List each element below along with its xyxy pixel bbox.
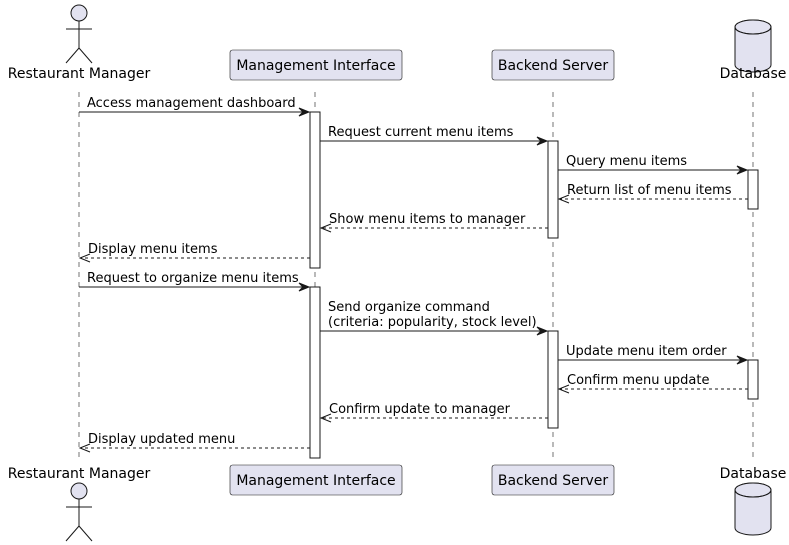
participant-db-bottom: Database — [720, 466, 787, 536]
message-label: Confirm menu update — [567, 373, 709, 388]
message-11: Confirm update to manager — [319, 402, 548, 423]
activation-bar-ui — [309, 111, 321, 269]
message-label: Show menu items to manager — [329, 212, 526, 227]
message-label: Confirm update to manager — [329, 402, 511, 417]
database-icon — [734, 19, 772, 73]
arrowhead-icon — [557, 194, 570, 204]
message-label: Request current menu items — [328, 125, 514, 140]
message-5: Show menu items to manager — [319, 212, 548, 233]
database-icon — [734, 482, 772, 536]
participant-manager-top: Restaurant Manager — [8, 4, 151, 82]
message-label: Display menu items — [88, 242, 218, 257]
activation-bar-server — [547, 140, 559, 239]
participant-db-top: Database — [720, 19, 787, 82]
message-10: Confirm menu update — [557, 373, 748, 394]
message-label: Request to organize menu items — [87, 271, 299, 286]
participant-server-top: Backend Server — [491, 49, 615, 81]
activation-bar-ui — [309, 286, 321, 459]
message-label: Query menu items — [566, 154, 687, 169]
participant-label: Database — [720, 466, 787, 482]
activation-bar-db — [747, 359, 759, 400]
arrowhead-icon — [536, 136, 549, 146]
participant-ui-top: Management Interface — [229, 49, 403, 81]
participant-label: Management Interface — [236, 473, 395, 489]
message-6: Display menu items — [78, 242, 310, 263]
message-8: Send organize command(criteria: populari… — [320, 300, 549, 336]
arrowhead-icon — [557, 384, 570, 394]
activation-bar-db — [747, 169, 759, 210]
participant-label: Management Interface — [236, 58, 395, 74]
participant-server-bottom: Backend Server — [491, 464, 615, 496]
message-3: Query menu items — [558, 154, 749, 175]
arrowhead-icon — [319, 223, 332, 233]
message-label: Send organize command — [328, 300, 490, 315]
participant-label: Restaurant Manager — [8, 466, 151, 482]
arrowhead-icon — [536, 326, 549, 336]
message-7: Request to organize menu items — [79, 271, 311, 292]
participant-manager-bottom: Restaurant Manager — [8, 466, 151, 542]
participant-label: Backend Server — [498, 473, 608, 489]
message-2: Request current menu items — [320, 125, 549, 146]
message-label: Access management dashboard — [87, 96, 296, 111]
message-9: Update menu item order — [558, 344, 749, 365]
actor-icon — [65, 4, 93, 64]
arrowhead-icon — [736, 355, 749, 365]
message-label: Update menu item order — [566, 344, 727, 359]
participant-label: Restaurant Manager — [8, 66, 151, 82]
activation-bar-server — [547, 330, 559, 429]
message-12: Display updated menu — [78, 432, 310, 453]
arrowhead-icon — [78, 443, 91, 453]
participant-label: Database — [720, 66, 787, 82]
message-4: Return list of menu items — [557, 183, 748, 204]
participant-ui-bottom: Management Interface — [229, 464, 403, 496]
actor-icon — [65, 482, 93, 542]
arrowhead-icon — [78, 253, 91, 263]
arrowhead-icon — [319, 413, 332, 423]
message-label: Return list of menu items — [567, 183, 732, 198]
message-label: (criteria: popularity, stock level) — [328, 315, 537, 330]
message-label: Display updated menu — [88, 432, 235, 447]
message-1: Access management dashboard — [79, 96, 311, 117]
participant-label: Backend Server — [498, 58, 608, 74]
arrowhead-icon — [298, 107, 311, 117]
arrowhead-icon — [298, 282, 311, 292]
arrowhead-icon — [736, 165, 749, 175]
